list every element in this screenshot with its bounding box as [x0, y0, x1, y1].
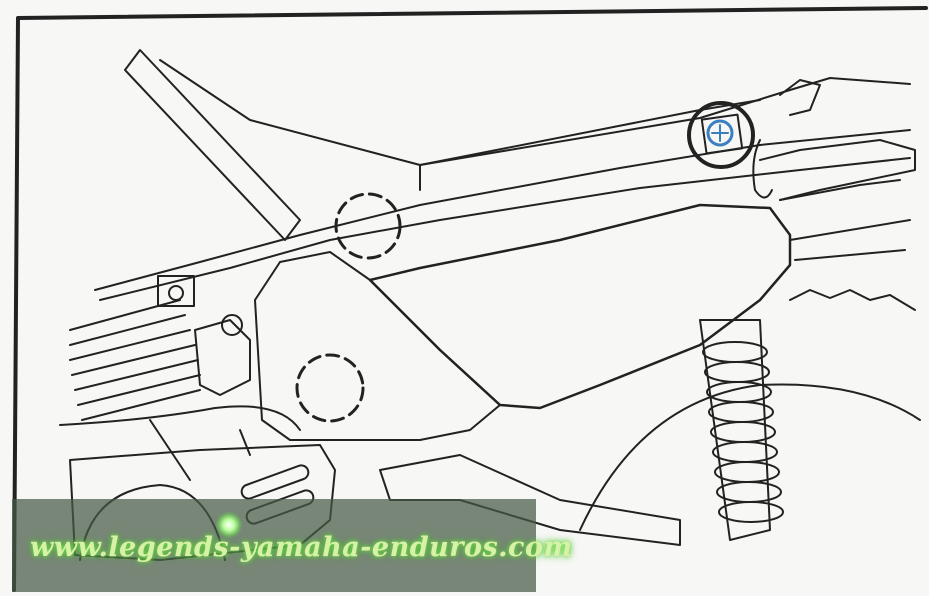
throttle-cable	[59, 405, 301, 481]
frame-lower-rail	[99, 157, 911, 301]
page-border	[12, 6, 928, 592]
air-box	[254, 251, 501, 441]
frame-upper-rail	[94, 129, 911, 291]
rear-subframe	[759, 139, 916, 201]
screw-highlight-circle	[687, 101, 755, 169]
carburetor	[194, 319, 251, 396]
vent-slot-1	[240, 464, 310, 500]
shock-spring	[702, 341, 784, 523]
frame-top-rail	[159, 59, 761, 166]
seat-bracket	[779, 79, 821, 116]
dashed-circle-upper	[334, 192, 402, 260]
cable-clamp-hole	[168, 285, 184, 301]
rear-tire-tread	[789, 289, 916, 311]
screw-slot	[711, 124, 729, 142]
rear-hook	[752, 139, 773, 199]
cable-clamp	[157, 275, 195, 307]
rear-fender-strut	[779, 179, 911, 261]
sparkle-icon	[216, 512, 242, 538]
engine-fins	[69, 299, 201, 421]
frame-downtube	[124, 49, 301, 241]
dashed-circle-lower	[295, 353, 365, 423]
screw-head-icon	[706, 119, 734, 147]
side-cover-panel	[368, 203, 792, 410]
carb-knob	[221, 314, 243, 336]
watermark-text: www.legends-yamaha-enduros.com	[30, 532, 573, 563]
watermark-banner	[12, 499, 536, 592]
screw-bracket	[700, 113, 744, 155]
seat-rail	[419, 77, 911, 191]
rear-tire	[579, 383, 921, 531]
